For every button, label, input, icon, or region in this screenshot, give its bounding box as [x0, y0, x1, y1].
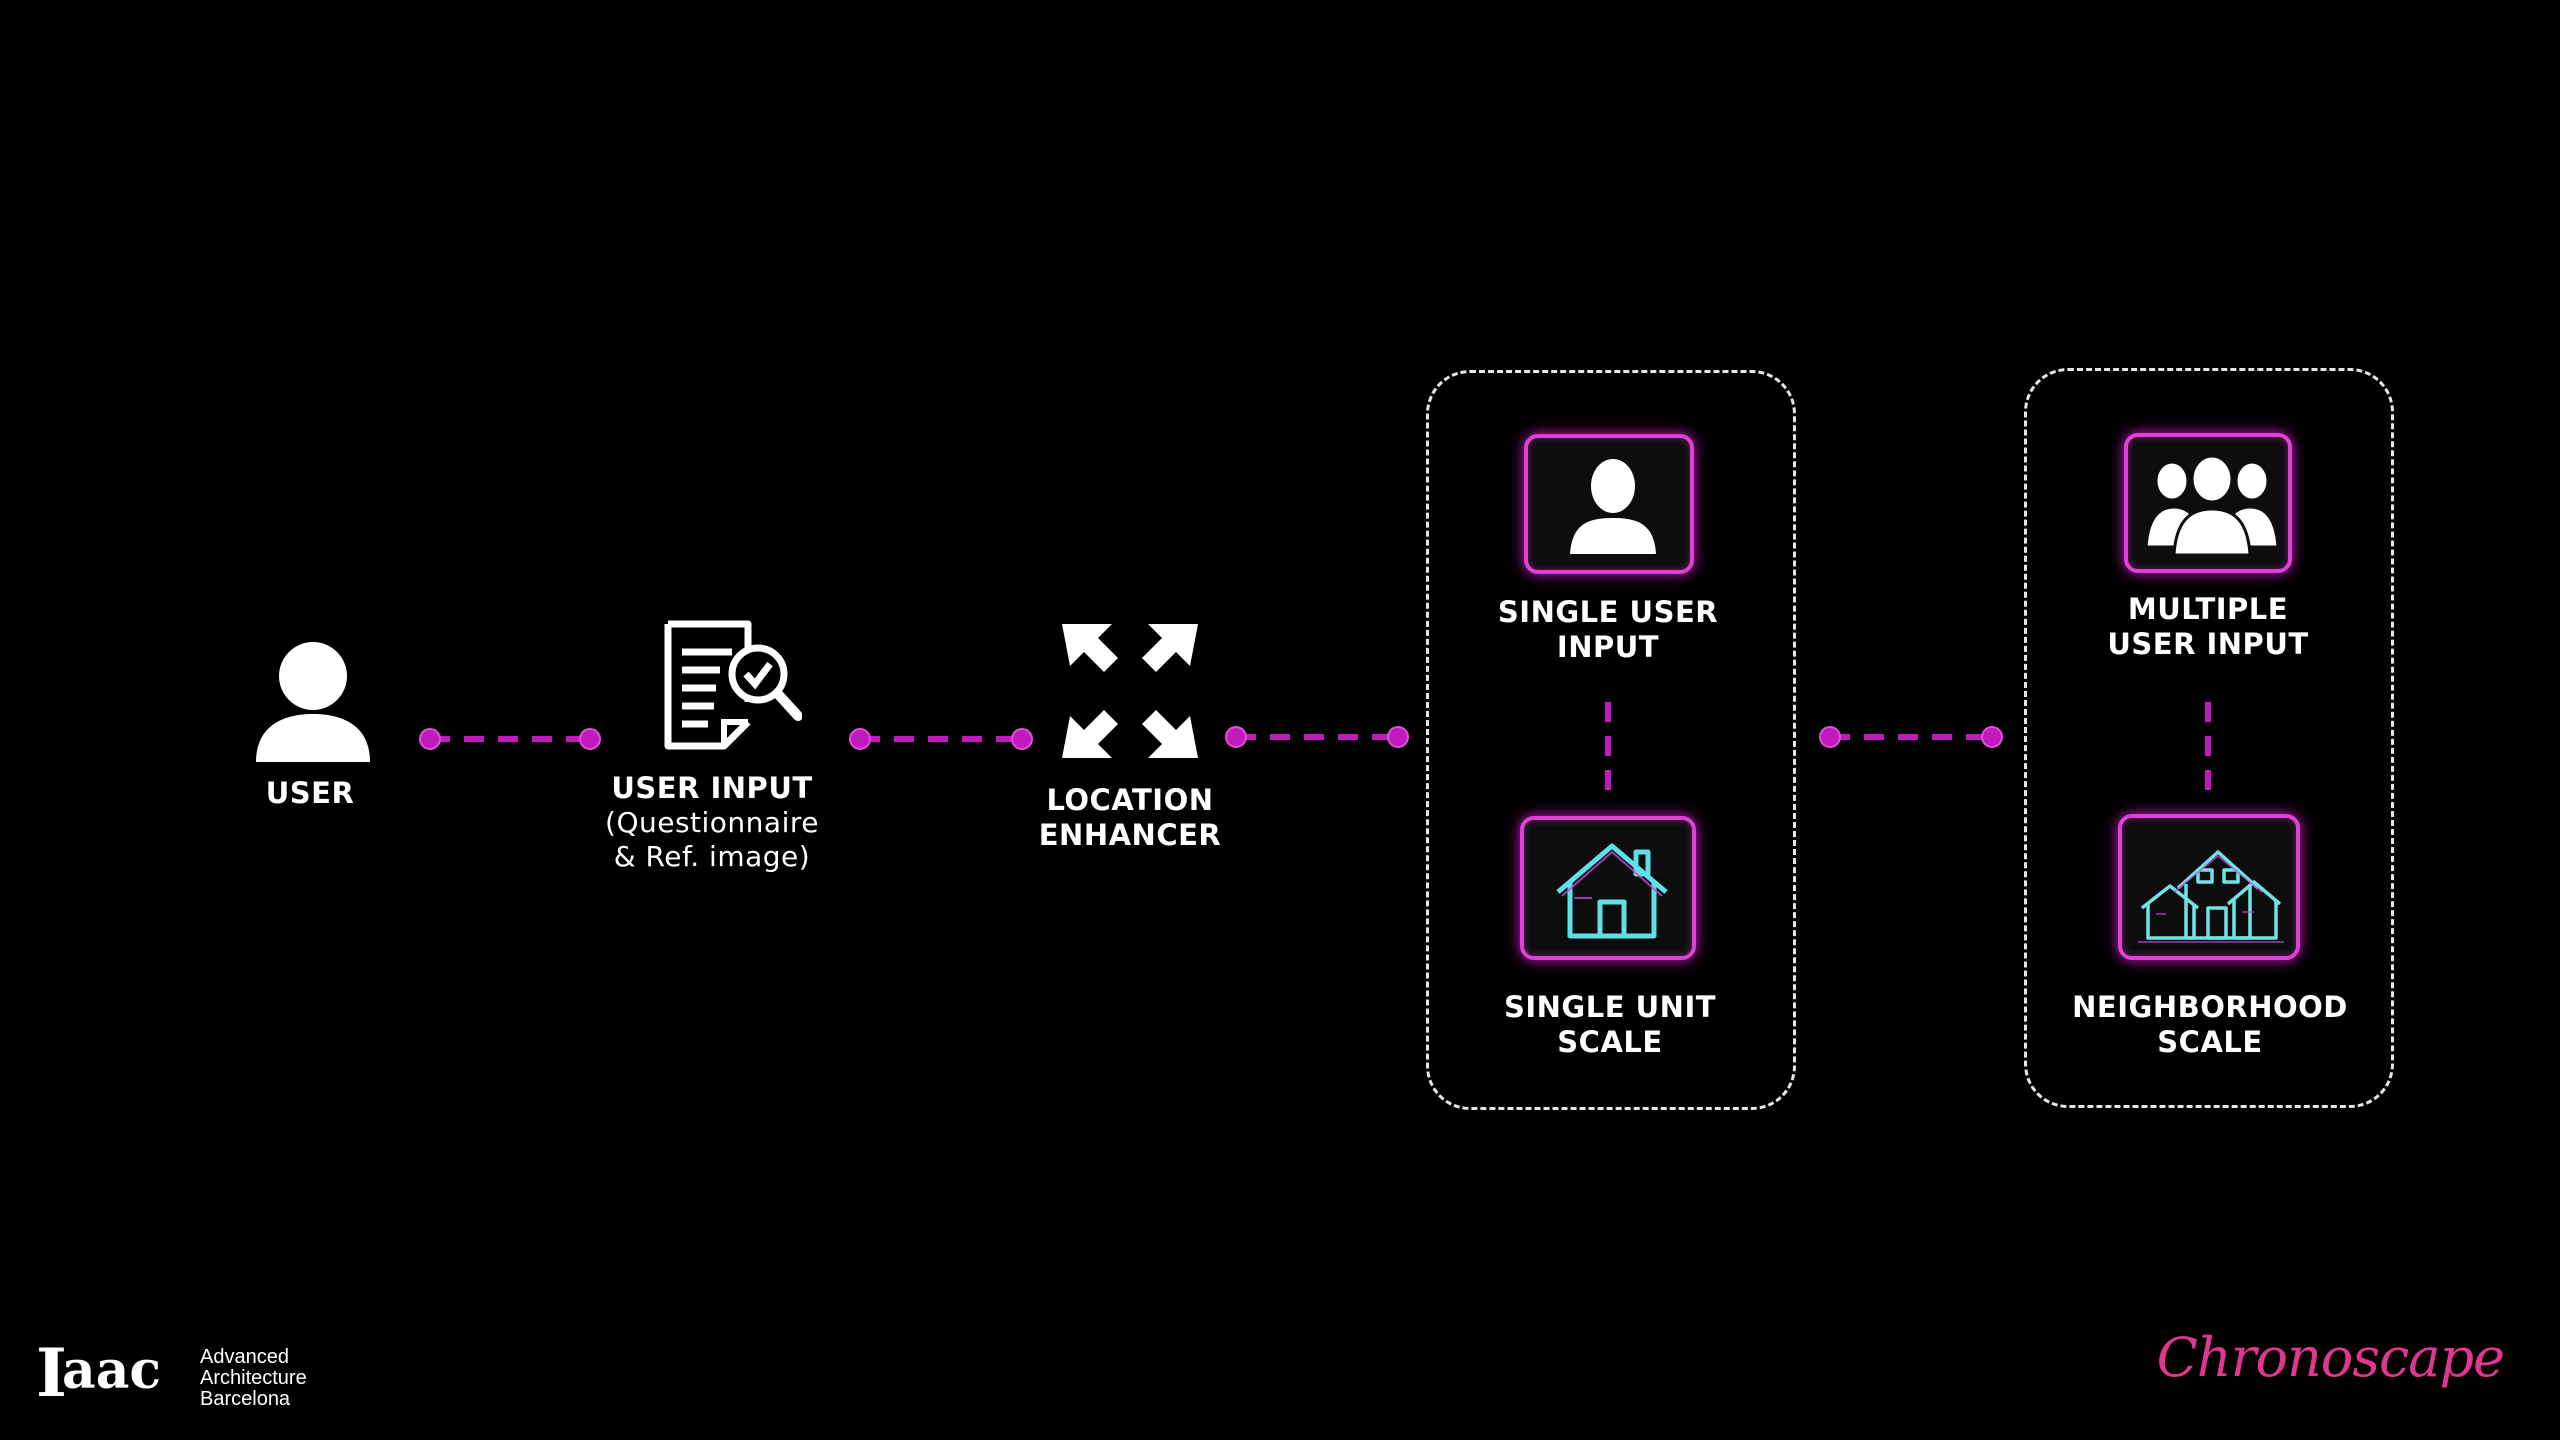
multiple-user-input-line1: MULTIPLE: [2127, 592, 2289, 626]
neighborhood-icon: [2138, 850, 2284, 943]
connector-dot: [419, 728, 441, 750]
expand-arrows-icon: [1062, 624, 1198, 758]
person-icon: [256, 642, 370, 762]
user-input-title: USER INPUT: [611, 771, 813, 805]
multiple-user-input-label: MULTIPLE USER INPUT: [2068, 592, 2348, 662]
neighborhood-scale-line1: NEIGHBORHOOD: [2072, 990, 2348, 1024]
iaac-logo: I aac: [36, 1340, 161, 1410]
user-input-subtitle-2: & Ref. image): [613, 840, 811, 873]
connector-dot: [1387, 726, 1409, 748]
single-user-card: [1524, 434, 1694, 574]
single-user-input-label: SINGLE USER INPUT: [1468, 595, 1748, 665]
connector-dot: [1819, 726, 1841, 748]
svg-text:I: I: [36, 1340, 67, 1410]
iaac-org-name: Advanced Architecture Barcelona: [200, 1347, 307, 1410]
single-user-icon: [1570, 459, 1656, 554]
location-enhancer-label: LOCATION ENHANCER: [1000, 783, 1260, 853]
neighborhood-scale-line2: SCALE: [2157, 1025, 2263, 1059]
neighborhood-scale-label: NEIGHBORHOOD SCALE: [2052, 990, 2368, 1060]
single-unit-scale-line2: SCALE: [1557, 1025, 1663, 1059]
connector-dot: [1981, 726, 2003, 748]
group-users-icon: [2144, 455, 2280, 557]
connector-dot: [1225, 726, 1247, 748]
single-unit-scale-label: SINGLE UNIT SCALE: [1468, 990, 1752, 1060]
location-enhancer-line1: LOCATION: [1046, 783, 1214, 817]
iaac-org-line2: Architecture: [200, 1367, 307, 1389]
user-label: USER: [265, 776, 355, 810]
connector-dot: [849, 728, 871, 750]
single-scale-group: [1426, 370, 1796, 1110]
document-search-icon: [664, 620, 802, 750]
svg-text:aac: aac: [62, 1340, 161, 1401]
iaac-org-line1: Advanced: [200, 1346, 289, 1368]
chronoscape-brand: Chronoscape: [2156, 1326, 2505, 1389]
neighborhood-card: [2118, 814, 2300, 960]
multiple-scale-group: [2024, 368, 2394, 1108]
single-unit-scale-line1: SINGLE UNIT: [1503, 990, 1717, 1024]
connector-dot: [1011, 728, 1033, 750]
location-enhancer-line2: ENHANCER: [1038, 818, 1222, 852]
single-user-input-line1: SINGLE USER: [1497, 595, 1719, 629]
iaac-org-line3: Barcelona: [200, 1388, 291, 1410]
single-user-input-line2: INPUT: [1556, 630, 1660, 664]
user-input-label: USER INPUT (Questionnaire & Ref. image): [572, 771, 852, 874]
house-icon: [1556, 843, 1668, 939]
multiple-user-input-line2: USER INPUT: [2107, 627, 2309, 661]
user-input-subtitle-1: (Questionnaire: [605, 806, 819, 839]
connector-dot: [579, 728, 601, 750]
single-unit-card: [1520, 816, 1696, 960]
multiple-user-card: [2124, 433, 2292, 573]
